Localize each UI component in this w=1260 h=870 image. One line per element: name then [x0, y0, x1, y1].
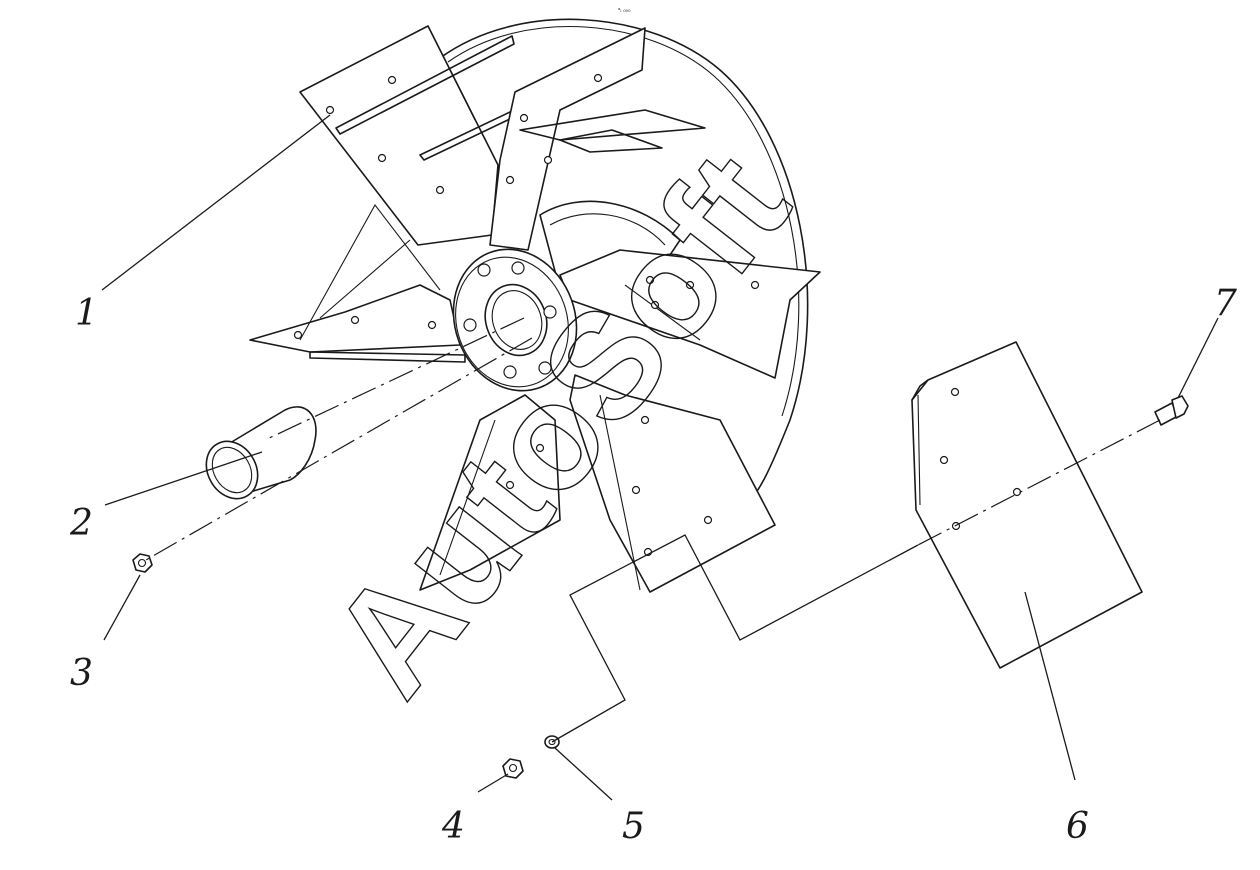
nut-part-3 — [132, 553, 153, 573]
callout-leaders — [101, 114, 1219, 801]
callout-7: 7 — [1214, 283, 1237, 324]
callout-5: 5 — [622, 806, 645, 847]
corner-mark: ᵃₗ ₀₀₀ — [618, 7, 631, 14]
callout-3: 3 — [70, 653, 93, 694]
callout-labels: 1 2 3 4 5 6 7 — [69, 283, 1237, 847]
bushing-part-2 — [205, 406, 317, 500]
watermark: AutoSoft — [298, 122, 820, 724]
callout-1: 1 — [75, 293, 98, 334]
callout-4: 4 — [441, 806, 465, 847]
nut-part-4 — [502, 758, 524, 779]
assembly-centerlines — [145, 317, 1161, 743]
blade-plate-part-6 — [911, 341, 1143, 669]
callout-2: 2 — [69, 503, 93, 544]
callout-6: 6 — [1066, 806, 1089, 847]
fan-impeller-part-1 — [249, 18, 821, 593]
